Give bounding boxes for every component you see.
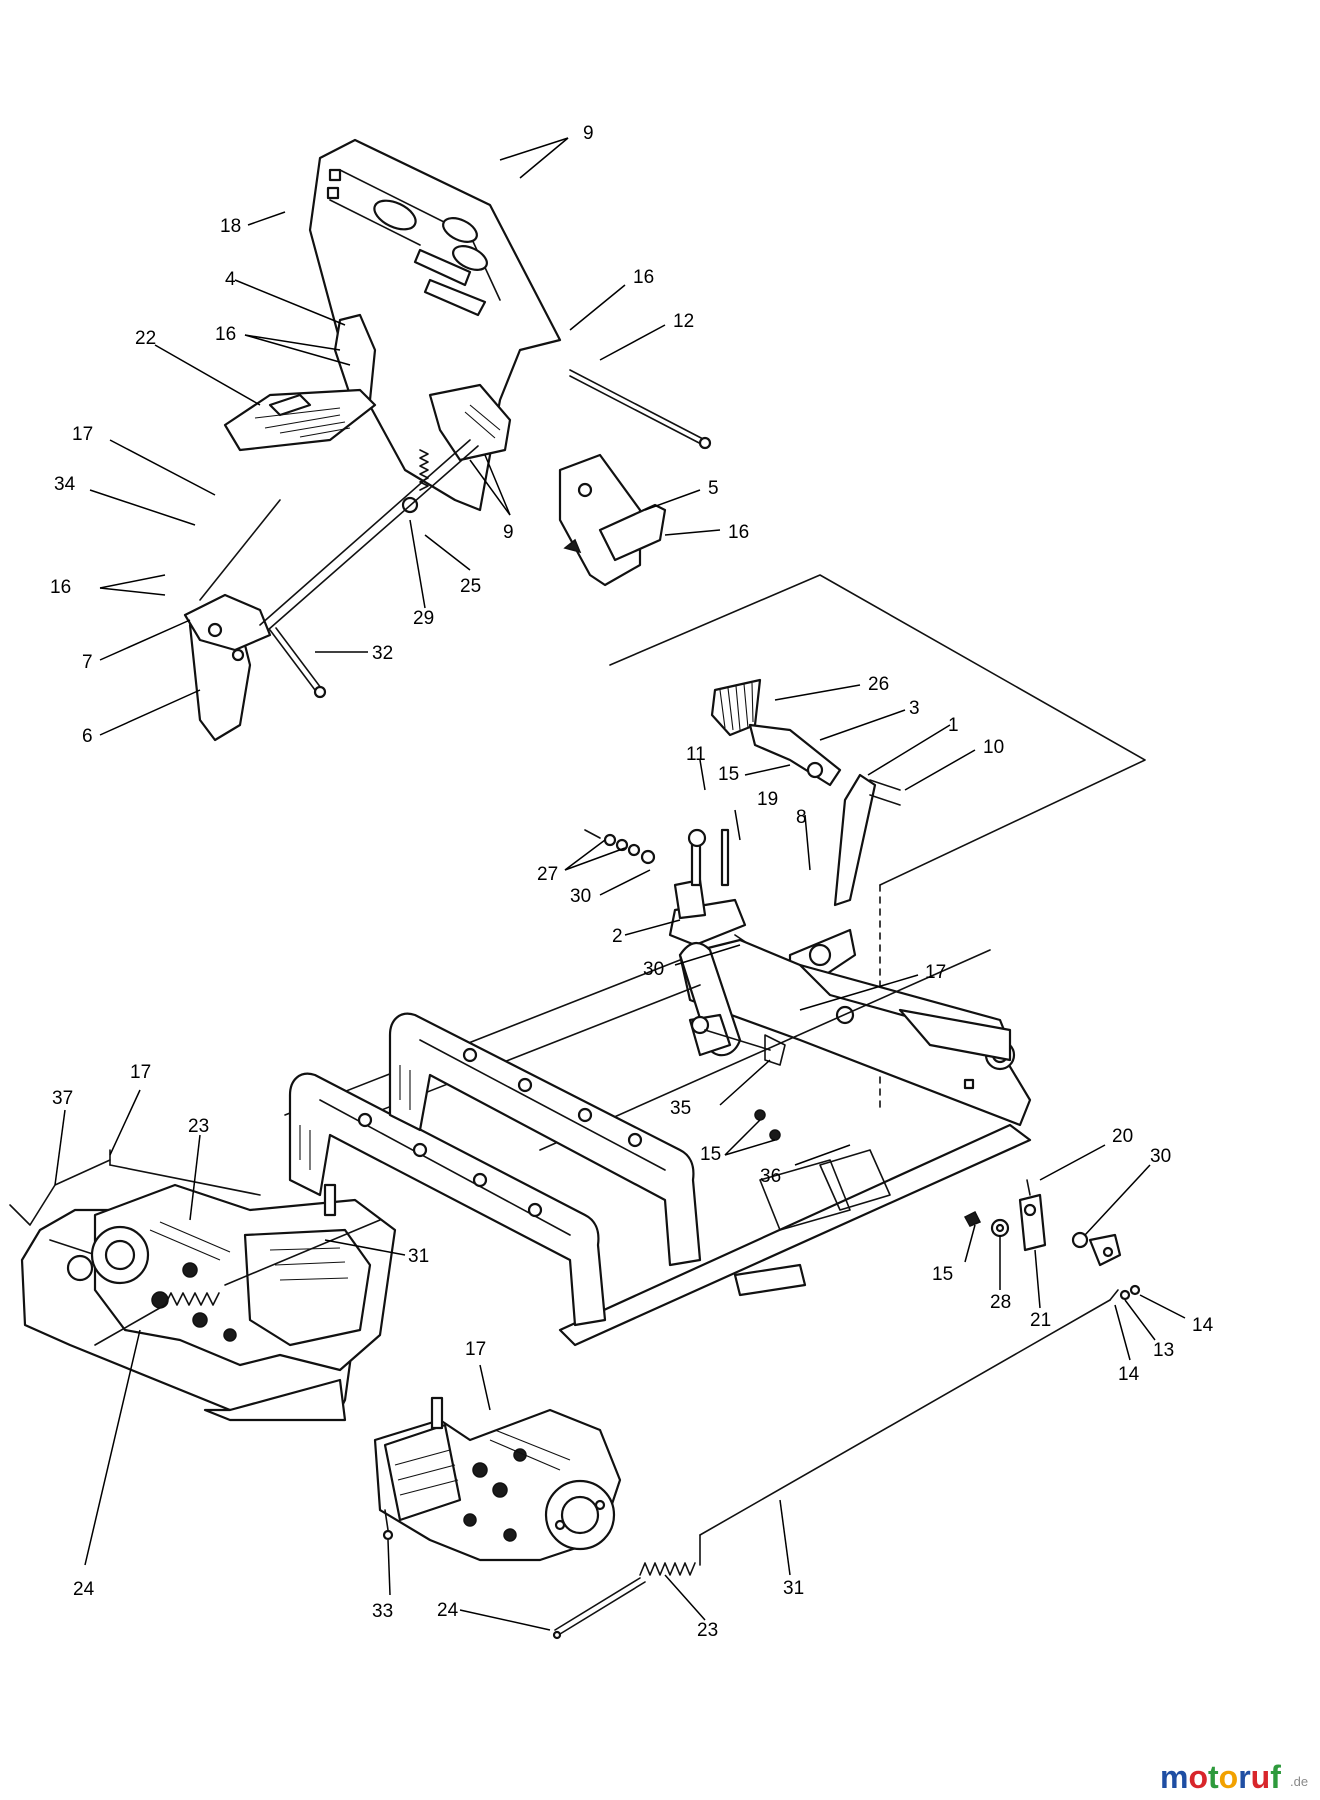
callout-9: 9 <box>503 522 514 543</box>
callout-20: 20 <box>1112 1126 1133 1147</box>
callout-26: 26 <box>868 674 889 695</box>
callout-15: 15 <box>718 764 739 785</box>
callout-7: 7 <box>82 652 93 673</box>
frame-rail-bottom <box>558 1123 1032 1347</box>
callout-35: 35 <box>670 1098 691 1119</box>
callout-16: 16 <box>215 324 236 345</box>
callout-labels: 9 18 4 16 12 16 22 17 34 5 9 16 25 16 7 … <box>50 123 1214 1641</box>
callout-37: 37 <box>52 1088 73 1109</box>
callout-1: 1 <box>948 715 959 736</box>
callout-19: 19 <box>757 789 778 810</box>
wm-letter-7: f <box>1270 1759 1281 1795</box>
assembly-reference-line <box>609 574 1146 886</box>
callout-17: 17 <box>465 1339 486 1360</box>
callout-3: 3 <box>909 698 920 719</box>
callout-32: 32 <box>372 643 393 664</box>
rod-37 <box>9 1159 111 1226</box>
left-lever-assembly <box>183 439 479 742</box>
callout-8: 8 <box>796 807 807 828</box>
callout-31: 31 <box>408 1246 429 1267</box>
callout-33: 33 <box>372 1601 393 1622</box>
wm-suffix: .de <box>1290 1774 1308 1789</box>
callout-25: 25 <box>460 576 481 597</box>
callout-24: 24 <box>73 1579 95 1600</box>
right-linkage-parts <box>963 1179 1122 1267</box>
callout-23: 23 <box>188 1116 209 1137</box>
callout-34: 34 <box>54 474 76 495</box>
spring-23b <box>639 1562 696 1576</box>
callout-12: 12 <box>673 311 694 332</box>
wm-letter-1: m <box>1160 1759 1188 1795</box>
callout-28: 28 <box>990 1292 1011 1313</box>
callout-13: 13 <box>1153 1340 1174 1361</box>
wm-letter-6: u <box>1251 1759 1271 1795</box>
spring <box>419 449 429 491</box>
callout-9: 9 <box>583 123 594 144</box>
callout-14: 14 <box>1192 1315 1214 1336</box>
rod-long <box>569 369 706 441</box>
callout-36: 36 <box>760 1166 781 1187</box>
callout-6: 6 <box>82 726 93 747</box>
cable-31 <box>699 1299 1111 1536</box>
callout-21: 21 <box>1030 1310 1051 1331</box>
pedal-assembly <box>584 678 901 987</box>
callout-30: 30 <box>570 886 591 907</box>
callout-16: 16 <box>728 522 749 543</box>
leader-lines <box>54 137 1186 1631</box>
callout-2: 2 <box>612 926 623 947</box>
wm-letter-2: o <box>1188 1759 1208 1795</box>
callout-23: 23 <box>697 1620 718 1641</box>
u-frame-front <box>388 1012 702 1267</box>
callout-31: 31 <box>783 1578 804 1599</box>
callout-17: 17 <box>130 1062 151 1083</box>
dash-panel-assembly <box>223 138 712 587</box>
callout-15: 15 <box>700 1144 721 1165</box>
spring-23a <box>164 1292 220 1306</box>
transaxle-left <box>9 1149 397 1422</box>
callout-14: 14 <box>1118 1364 1140 1385</box>
callout-30: 30 <box>643 959 664 980</box>
wm-letter-3: t <box>1208 1759 1219 1795</box>
wm-letter-5: r <box>1238 1759 1250 1795</box>
callout-11: 11 <box>686 744 706 765</box>
main-frame <box>284 938 1032 1347</box>
rod-32 <box>269 629 316 691</box>
callout-15: 15 <box>932 1264 953 1285</box>
transaxle-right <box>373 1284 1141 1640</box>
callout-24: 24 <box>437 1600 459 1621</box>
callout-17: 17 <box>925 962 946 983</box>
svg-text:motoruf: motoruf <box>1160 1759 1281 1795</box>
callout-10: 10 <box>983 737 1004 758</box>
callout-22: 22 <box>135 328 156 349</box>
callout-4: 4 <box>225 269 236 290</box>
callout-16: 16 <box>50 577 71 598</box>
callout-5: 5 <box>708 478 719 499</box>
callout-18: 18 <box>220 216 241 237</box>
wm-letter-4: o <box>1219 1759 1239 1795</box>
callout-29: 29 <box>413 608 434 629</box>
callout-30: 30 <box>1150 1146 1171 1167</box>
u-frame-rear <box>288 1072 607 1327</box>
motoruf-watermark: motoruf .de <box>1160 1759 1308 1795</box>
foot-plate <box>223 388 377 452</box>
callout-16: 16 <box>633 267 654 288</box>
pedal-arm <box>833 773 877 907</box>
callout-17: 17 <box>72 424 93 445</box>
callout-27: 27 <box>537 864 558 885</box>
